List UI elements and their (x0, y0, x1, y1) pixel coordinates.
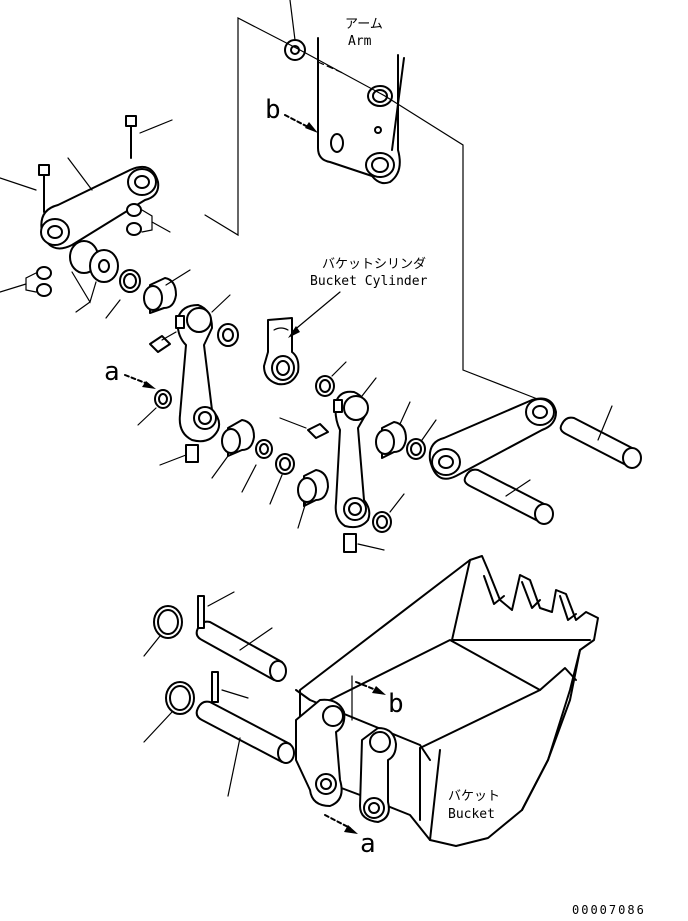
arm (317, 37, 405, 185)
pin-upper (195, 620, 287, 682)
seal-2 (217, 323, 239, 347)
bolt-1 (125, 115, 173, 159)
grease-fitting-3 (279, 417, 329, 439)
ref-b-top: b (265, 95, 281, 125)
ref-b-arrow-bucket: b (351, 675, 404, 721)
ref-a-arrow-bucket: a (324, 814, 376, 859)
link-left-middle (175, 294, 231, 443)
cylinder-arrow (288, 291, 341, 338)
left-link (40, 157, 160, 250)
ref-a-bucket: a (360, 829, 376, 859)
grease-fitting-4 (343, 533, 385, 553)
pin-retaining-ring-2 (143, 681, 195, 743)
seal-6 (315, 361, 347, 397)
seal-3 (137, 389, 172, 426)
pin-lower (195, 700, 295, 797)
lock-pin-2 (211, 671, 249, 703)
seal-5 (269, 453, 295, 505)
bushing-1 (143, 269, 191, 314)
arm-label-en: Arm (348, 34, 372, 49)
seal-7 (406, 419, 437, 460)
ref-a-arrow-left: a (104, 357, 156, 389)
figure-number: 00007086 (572, 903, 646, 917)
lock-pin-1 (197, 591, 235, 629)
seal-1 (105, 269, 141, 319)
ref-b-bucket: b (388, 689, 404, 719)
right-link (428, 397, 557, 480)
bucket-label-en: Bucket (448, 807, 495, 822)
bucket-bracket-right (359, 727, 397, 823)
bushing-4 (375, 401, 411, 459)
ref-a-left: a (104, 357, 120, 387)
nuts-left (0, 266, 52, 297)
nuts-right (126, 203, 171, 236)
shims-left (69, 240, 119, 313)
assembly-leader-lines (204, 17, 541, 401)
pin-retaining-ring-1 (143, 605, 183, 657)
bucket-label-jp: バケット (448, 789, 500, 804)
grease-fitting-1 (149, 331, 177, 353)
bucket-bracket-left (295, 698, 346, 807)
pin-right-upper (559, 405, 642, 469)
cylinder-label-jp: バケットシリンダ (322, 257, 426, 272)
bushing-3 (297, 469, 329, 529)
bucket (295, 555, 599, 847)
link-right-middle (333, 377, 377, 529)
seal-8 (372, 493, 405, 533)
seal-4 (241, 439, 273, 493)
bolt-2 (0, 164, 50, 213)
cylinder-label-en: Bucket Cylinder (310, 274, 428, 289)
grease-fitting-2 (159, 444, 199, 466)
bushing-2 (211, 419, 255, 479)
arm-label-jp: アーム (345, 17, 383, 32)
bucket-cylinder-rod-end (263, 317, 300, 386)
pin-right-lower (463, 468, 554, 525)
ref-b-arrow-top: b (265, 95, 318, 133)
